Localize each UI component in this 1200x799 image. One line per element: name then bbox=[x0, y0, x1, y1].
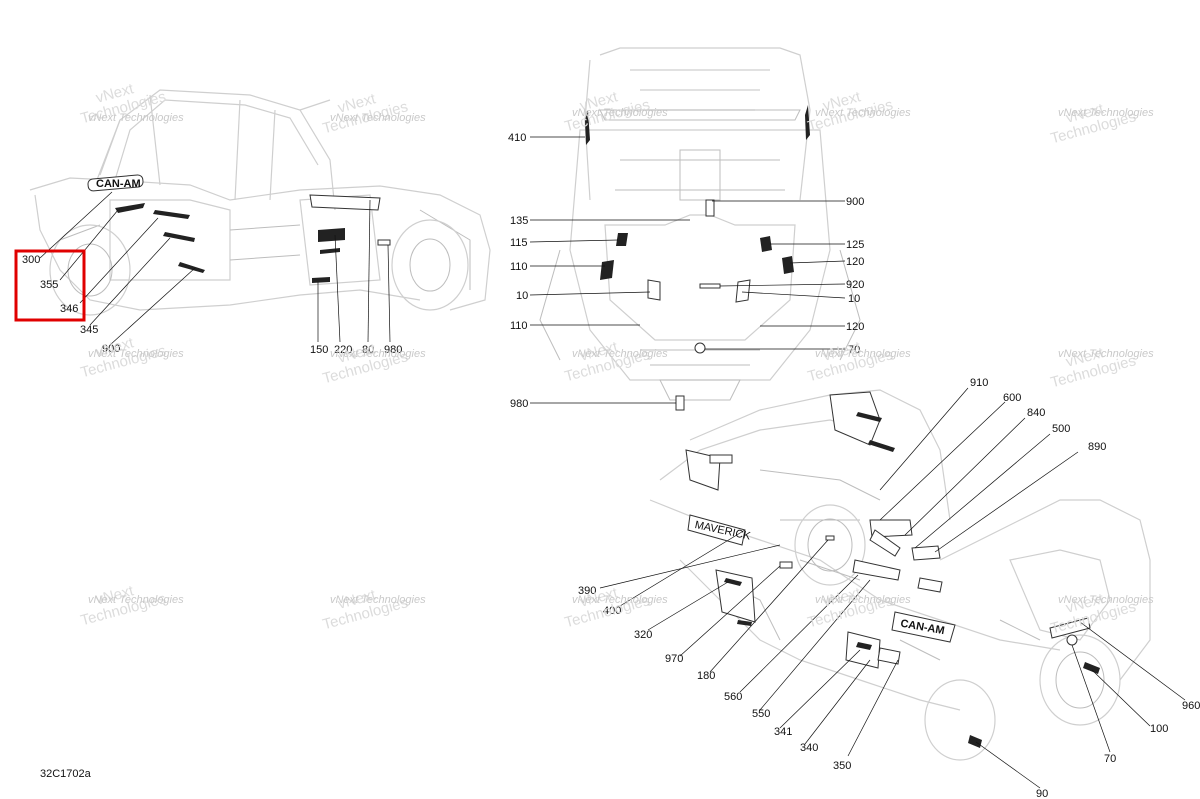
callout-355: 355 bbox=[40, 279, 58, 291]
watermark-inline: vNext Technologies bbox=[330, 594, 426, 606]
front-view-drawing bbox=[539, 47, 861, 411]
watermark-inline: vNext Technologies bbox=[88, 594, 184, 606]
watermark-inline: vNext Technologies bbox=[815, 348, 911, 360]
watermark-inline: vNext Technologies bbox=[88, 112, 184, 124]
callout-80: 80 bbox=[362, 344, 374, 356]
callout-70-rear: 70 bbox=[1104, 753, 1116, 765]
watermark: vNext Technologies bbox=[321, 586, 410, 633]
callout-345: 345 bbox=[80, 324, 98, 336]
callout-10-b: 10 bbox=[848, 293, 860, 305]
callout-100: 100 bbox=[1150, 723, 1168, 735]
watermark: vNext Technologies bbox=[1049, 590, 1138, 637]
callout-110-b: 110 bbox=[510, 320, 528, 332]
callout-300: 300 bbox=[22, 254, 40, 266]
watermark: vNext Technologies bbox=[1049, 100, 1138, 147]
callout-340: 340 bbox=[800, 742, 818, 754]
callout-960: 960 bbox=[1182, 700, 1200, 712]
watermark-inline: vNext Technologies bbox=[815, 107, 911, 119]
callout-125: 125 bbox=[846, 239, 864, 251]
watermark-inline: vNext Technologies bbox=[815, 594, 911, 606]
rear-view-leaders bbox=[599, 387, 1186, 789]
side-view-leaders bbox=[39, 191, 391, 346]
callout-910: 910 bbox=[970, 377, 988, 389]
callout-135: 135 bbox=[510, 215, 528, 227]
watermark: vNext Technologies bbox=[321, 340, 410, 387]
callout-840: 840 bbox=[1027, 407, 1045, 419]
callout-980-front: 980 bbox=[510, 398, 528, 410]
front-view-leaders bbox=[529, 136, 846, 404]
watermark-inline: vNext Technologies bbox=[330, 112, 426, 124]
callout-180: 180 bbox=[697, 670, 715, 682]
callout-220: 220 bbox=[334, 344, 352, 356]
callout-890: 890 bbox=[1088, 441, 1106, 453]
callout-350: 350 bbox=[833, 760, 851, 772]
callout-400: 400 bbox=[603, 605, 621, 617]
callout-970: 970 bbox=[665, 653, 683, 665]
callout-115: 115 bbox=[510, 237, 528, 249]
watermark: vNext Technologies bbox=[321, 90, 410, 137]
side-view-drawing: CAN-AM bbox=[29, 89, 491, 316]
watermark-inline: vNext Technologies bbox=[572, 594, 668, 606]
callout-120-b: 120 bbox=[846, 321, 864, 333]
watermark-inline: vNext Technologies bbox=[330, 348, 426, 360]
callout-600: 600 bbox=[1003, 392, 1021, 404]
callout-550: 550 bbox=[752, 708, 770, 720]
callout-120-a: 120 bbox=[846, 256, 864, 268]
front-view-callouts: 410 135 115 110 10 110 980 900 125 120 9… bbox=[508, 132, 864, 410]
callout-900-front: 900 bbox=[846, 196, 864, 208]
callout-150: 150 bbox=[310, 344, 328, 356]
diagram-code: 32C1702a bbox=[40, 768, 91, 780]
rear-view-callouts: 910 600 840 500 890 390 400 320 970 180 … bbox=[578, 377, 1200, 799]
callout-341: 341 bbox=[774, 726, 792, 738]
callout-390: 390 bbox=[578, 585, 596, 597]
rear-view-drawing: MAVERICK CAN-AM bbox=[649, 389, 1151, 761]
callout-980-side: 980 bbox=[384, 344, 402, 356]
callout-560: 560 bbox=[724, 691, 742, 703]
callout-500: 500 bbox=[1052, 423, 1070, 435]
watermark-inline: vNext Technologies bbox=[1058, 594, 1154, 606]
watermark-inline: vNext Technologies bbox=[1058, 348, 1154, 360]
callout-320: 320 bbox=[634, 629, 652, 641]
side-view-callouts: 300 355 346 345 900 150 220 80 980 bbox=[22, 254, 402, 356]
callout-920: 920 bbox=[846, 279, 864, 291]
watermark-inline: vNext Technologies bbox=[572, 107, 668, 119]
svg-text:CAN-AM: CAN-AM bbox=[96, 178, 141, 190]
watermark: vNext Technologies bbox=[1049, 344, 1138, 391]
callout-900-side: 900 bbox=[102, 343, 120, 355]
callout-70-front: 70 bbox=[848, 344, 860, 356]
selection-box[interactable] bbox=[14, 249, 86, 322]
watermark-inline: vNext Technologies bbox=[88, 348, 184, 360]
watermark-inline: vNext Technologies bbox=[1058, 107, 1154, 119]
callout-410: 410 bbox=[508, 132, 526, 144]
callout-10-a: 10 bbox=[516, 290, 528, 302]
callout-110-a: 110 bbox=[510, 261, 528, 273]
callout-90: 90 bbox=[1036, 788, 1048, 799]
callout-346: 346 bbox=[60, 303, 78, 315]
watermark-inline: vNext Technologies bbox=[572, 348, 668, 360]
